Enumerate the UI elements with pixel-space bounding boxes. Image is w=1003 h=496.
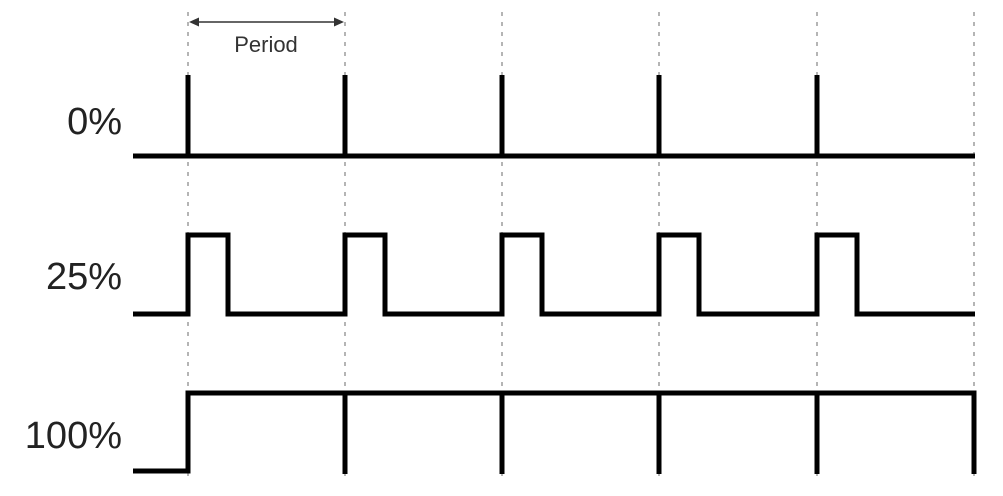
waveform-100-percent	[133, 390, 977, 474]
row-label-100-percent: 100%	[25, 415, 122, 457]
period-arrow-left-icon	[189, 17, 199, 27]
period-dimension: Period	[189, 17, 344, 57]
period-arrow-right-icon	[334, 17, 344, 27]
waveform-100-trace	[133, 390, 977, 474]
waveform-25-percent	[133, 232, 975, 317]
row-label-25-percent: 25%	[46, 256, 122, 298]
waveform-0-percent	[133, 75, 975, 159]
period-label: Period	[234, 32, 298, 57]
row-label-0-percent: 0%	[67, 101, 122, 143]
